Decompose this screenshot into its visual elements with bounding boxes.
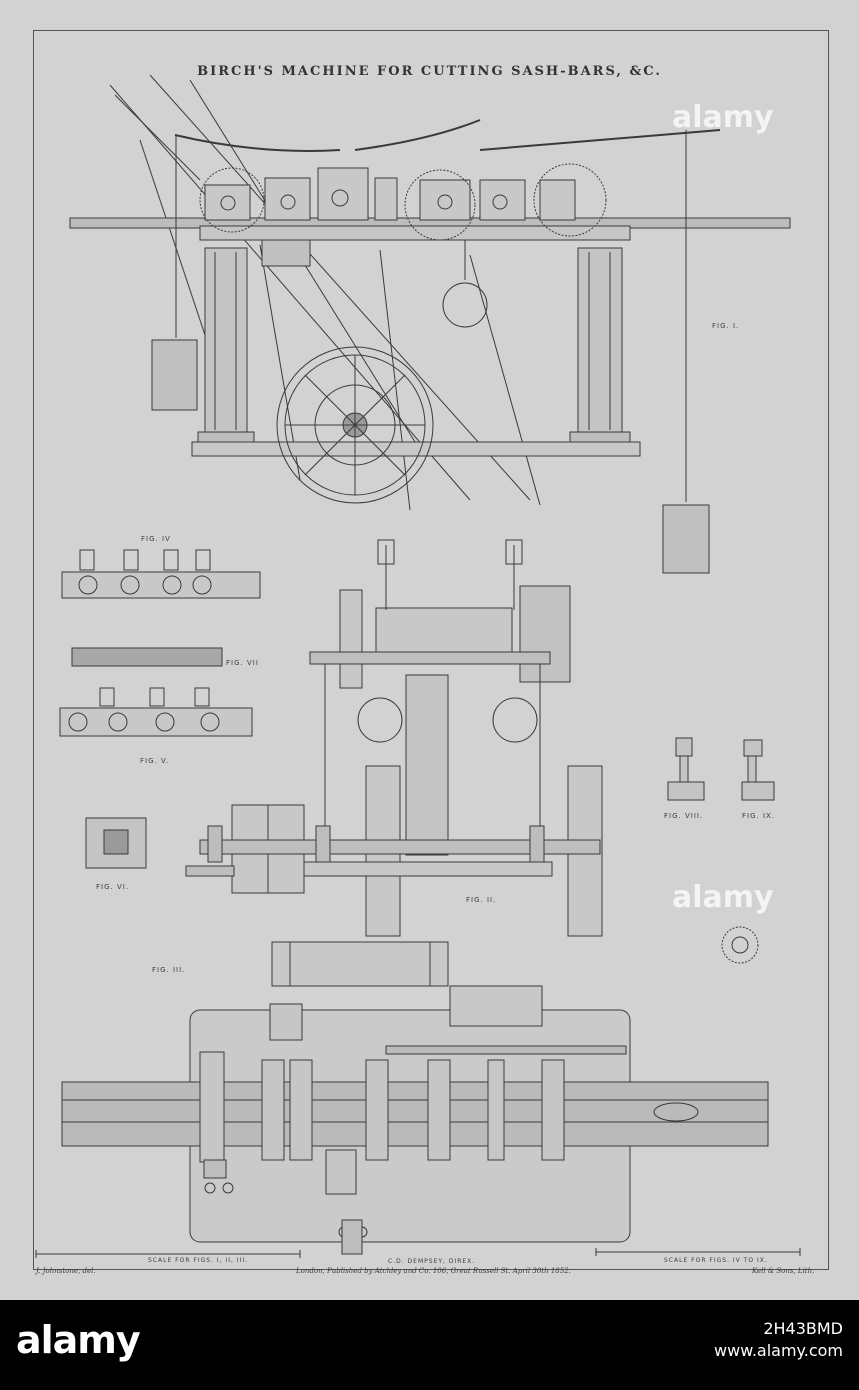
site-url: www.alamy.com bbox=[714, 1341, 843, 1360]
fig-5-label: FIG. V. bbox=[140, 757, 170, 765]
watermark: alamy bbox=[672, 880, 774, 915]
lithographer-credit: Kell & Sons, Lith. bbox=[752, 1267, 815, 1275]
fig-8-label: FIG. VIII. bbox=[664, 812, 704, 820]
plate-title: BIRCH'S MACHINE FOR CUTTING SASH-BARS, &… bbox=[197, 64, 662, 79]
fig-7-label: FIG. VII bbox=[226, 659, 259, 667]
stock-image-info: 2H43BMD www.alamy.com bbox=[714, 1318, 843, 1362]
scale-bars bbox=[35, 1248, 801, 1258]
fig-5-detail bbox=[59, 687, 253, 737]
small-gear-detail bbox=[721, 926, 759, 964]
director-credit: C.D. DEMPSEY, DIREX. bbox=[388, 1258, 476, 1265]
fig-1-elevation bbox=[69, 74, 791, 574]
fig-8-detail bbox=[667, 737, 705, 801]
machine-drawing bbox=[35, 74, 801, 1258]
fig-3-label: FIG. III. bbox=[152, 966, 186, 974]
scale-left-label: SCALE FOR FIGS. I, II, III. bbox=[148, 1257, 249, 1264]
fig-4-label: FIG. IV bbox=[141, 535, 171, 543]
image-id: 2H43BMD bbox=[763, 1319, 843, 1338]
fig-4-detail bbox=[61, 549, 261, 599]
watermark: alamy bbox=[672, 100, 774, 135]
alamy-logo: alamy bbox=[16, 1318, 141, 1362]
publisher-imprint: London, Published by Atchley and Co. 106… bbox=[296, 1267, 571, 1275]
fig-2-label: FIG. II. bbox=[466, 896, 497, 904]
fig-9-detail bbox=[741, 739, 775, 801]
scale-right-label: SCALE FOR FIGS. IV TO IX. bbox=[664, 1257, 768, 1264]
fig-7-section bbox=[71, 647, 223, 667]
fig-6-label: FIG. VI. bbox=[96, 883, 130, 891]
stock-footer bbox=[0, 1300, 859, 1390]
fig-1-label: FIG. I. bbox=[712, 322, 740, 330]
engraving-plate: BIRCH'S MACHINE FOR CUTTING SASH-BARS, &… bbox=[0, 0, 859, 1300]
plate-border bbox=[33, 30, 829, 1270]
fig-3-plan bbox=[61, 941, 769, 1255]
fig-6-detail bbox=[85, 817, 147, 869]
fig-9-label: FIG. IX. bbox=[742, 812, 776, 820]
fig-2-end-elevation bbox=[185, 539, 603, 937]
draughtsman-credit: J. Johnstone, del. bbox=[36, 1267, 96, 1275]
